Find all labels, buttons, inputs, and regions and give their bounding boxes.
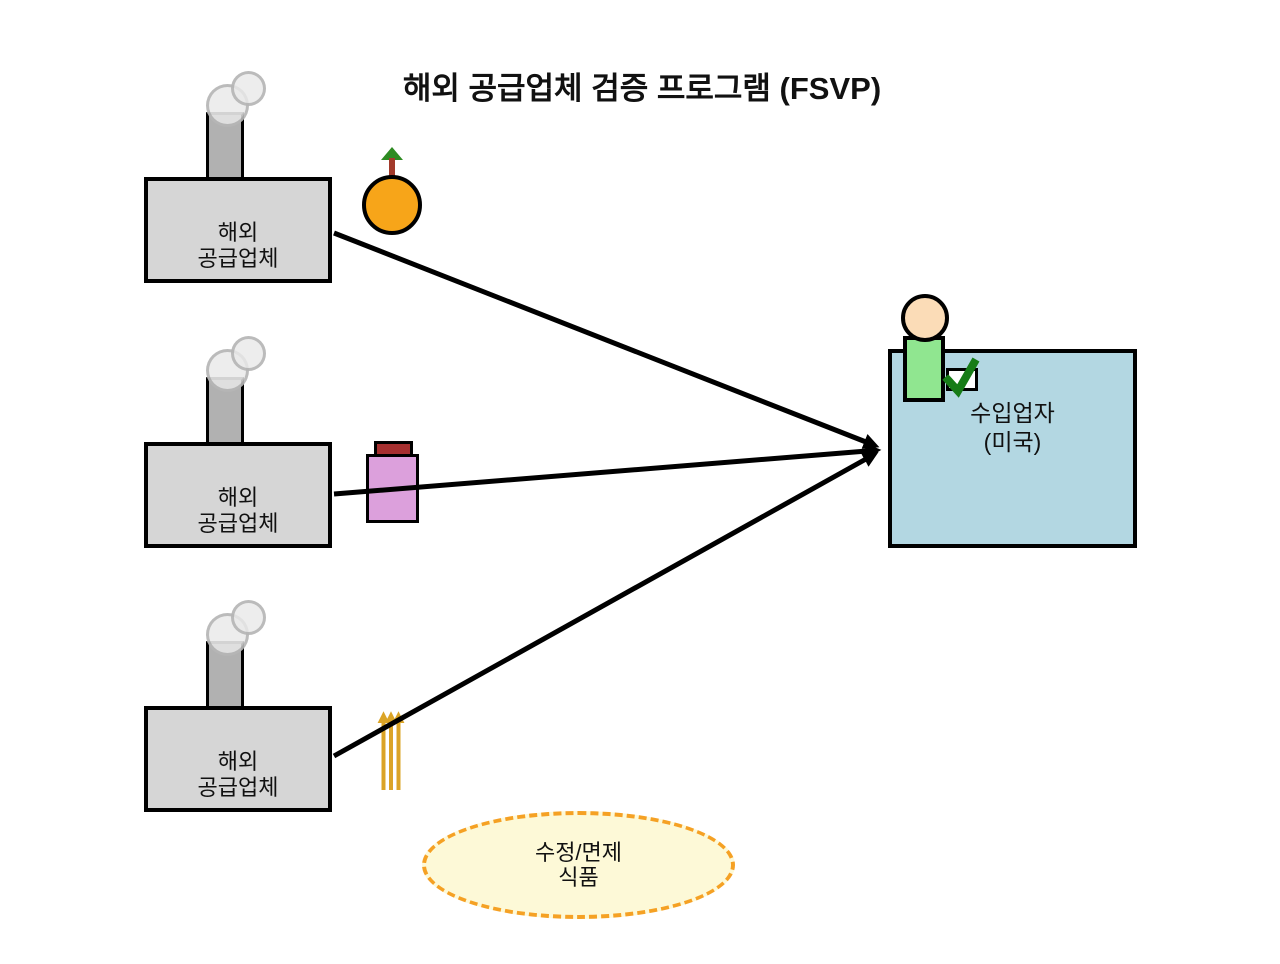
importer-label-line1: 수입업자 xyxy=(970,400,1055,426)
orange-stem-icon xyxy=(389,158,395,177)
arrow-supplier-1-to-importer xyxy=(333,230,880,449)
importer-label-line2: (미국) xyxy=(983,429,1042,455)
orange-leaf-icon xyxy=(381,147,403,160)
person-body-icon xyxy=(903,336,945,402)
smoke-puff-icon xyxy=(231,336,266,371)
importer-box xyxy=(888,349,1137,548)
jar-icon xyxy=(366,454,419,523)
exempt-foods-line1: 수정/면제 xyxy=(534,840,623,865)
supplier-2-label-line2: 공급업체 xyxy=(197,511,279,536)
exempt-foods-ellipse: 수정/면제 식품 xyxy=(422,811,735,919)
supplier-1-label-line2: 공급업체 xyxy=(197,246,279,271)
importer-label: 수입업자 (미국) xyxy=(888,399,1137,457)
supplier-2-box: 해외 공급업체 xyxy=(144,442,332,548)
supplier-3-box: 해외 공급업체 xyxy=(144,706,332,812)
smoke-puff-icon xyxy=(231,71,266,106)
exempt-foods-line2: 식품 xyxy=(558,865,599,890)
supplier-1-box: 해외 공급업체 xyxy=(144,177,332,283)
orange-fruit-icon xyxy=(362,175,422,235)
supplier-3-label-line1: 해외 xyxy=(217,749,259,774)
checkbox-icon xyxy=(946,368,978,391)
supplier-2-label-line1: 해외 xyxy=(217,485,259,510)
person-head-icon xyxy=(901,294,949,342)
diagram-title: 해외 공급업체 검증 프로그램 (FSVP) xyxy=(402,71,882,106)
smoke-puff-icon xyxy=(231,600,266,635)
supplier-3-label-line2: 공급업체 xyxy=(197,775,279,800)
supplier-1-label-line1: 해외 xyxy=(217,220,259,245)
